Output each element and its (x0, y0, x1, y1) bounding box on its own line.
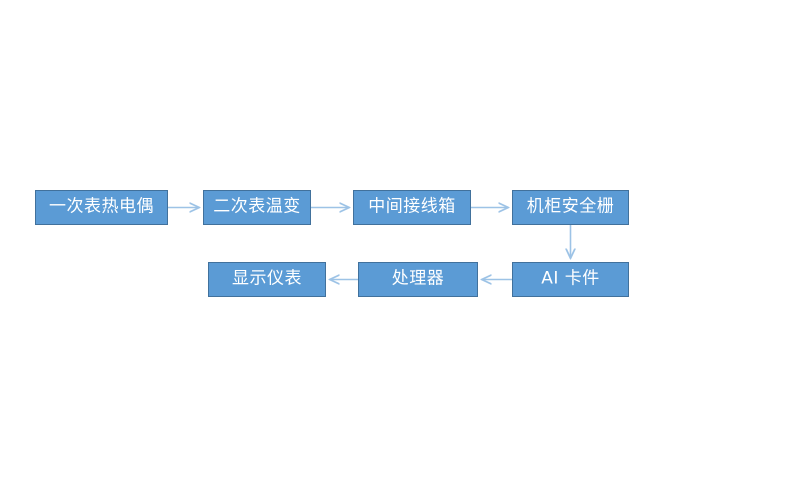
node-label: 显示仪表 (232, 268, 302, 289)
node-primary-thermocouple[interactable]: 一次表热电偶 (35, 190, 168, 225)
node-label: 一次表热电偶 (49, 196, 154, 217)
node-cabinet-safety-barrier[interactable]: 机柜安全栅 (512, 190, 629, 225)
node-ai-card[interactable]: AI 卡件 (512, 262, 629, 297)
node-label: 中间接线箱 (368, 196, 456, 217)
node-label: 机柜安全栅 (526, 196, 615, 217)
node-label: 二次表温变 (213, 196, 301, 217)
node-label: 处理器 (391, 268, 445, 289)
node-secondary-transmitter[interactable]: 二次表温变 (203, 190, 311, 225)
node-display-instrument[interactable]: 显示仪表 (208, 262, 326, 297)
node-label: AI 卡件 (541, 268, 600, 289)
node-junction-box[interactable]: 中间接线箱 (353, 190, 471, 225)
node-processor[interactable]: 处理器 (358, 262, 478, 297)
